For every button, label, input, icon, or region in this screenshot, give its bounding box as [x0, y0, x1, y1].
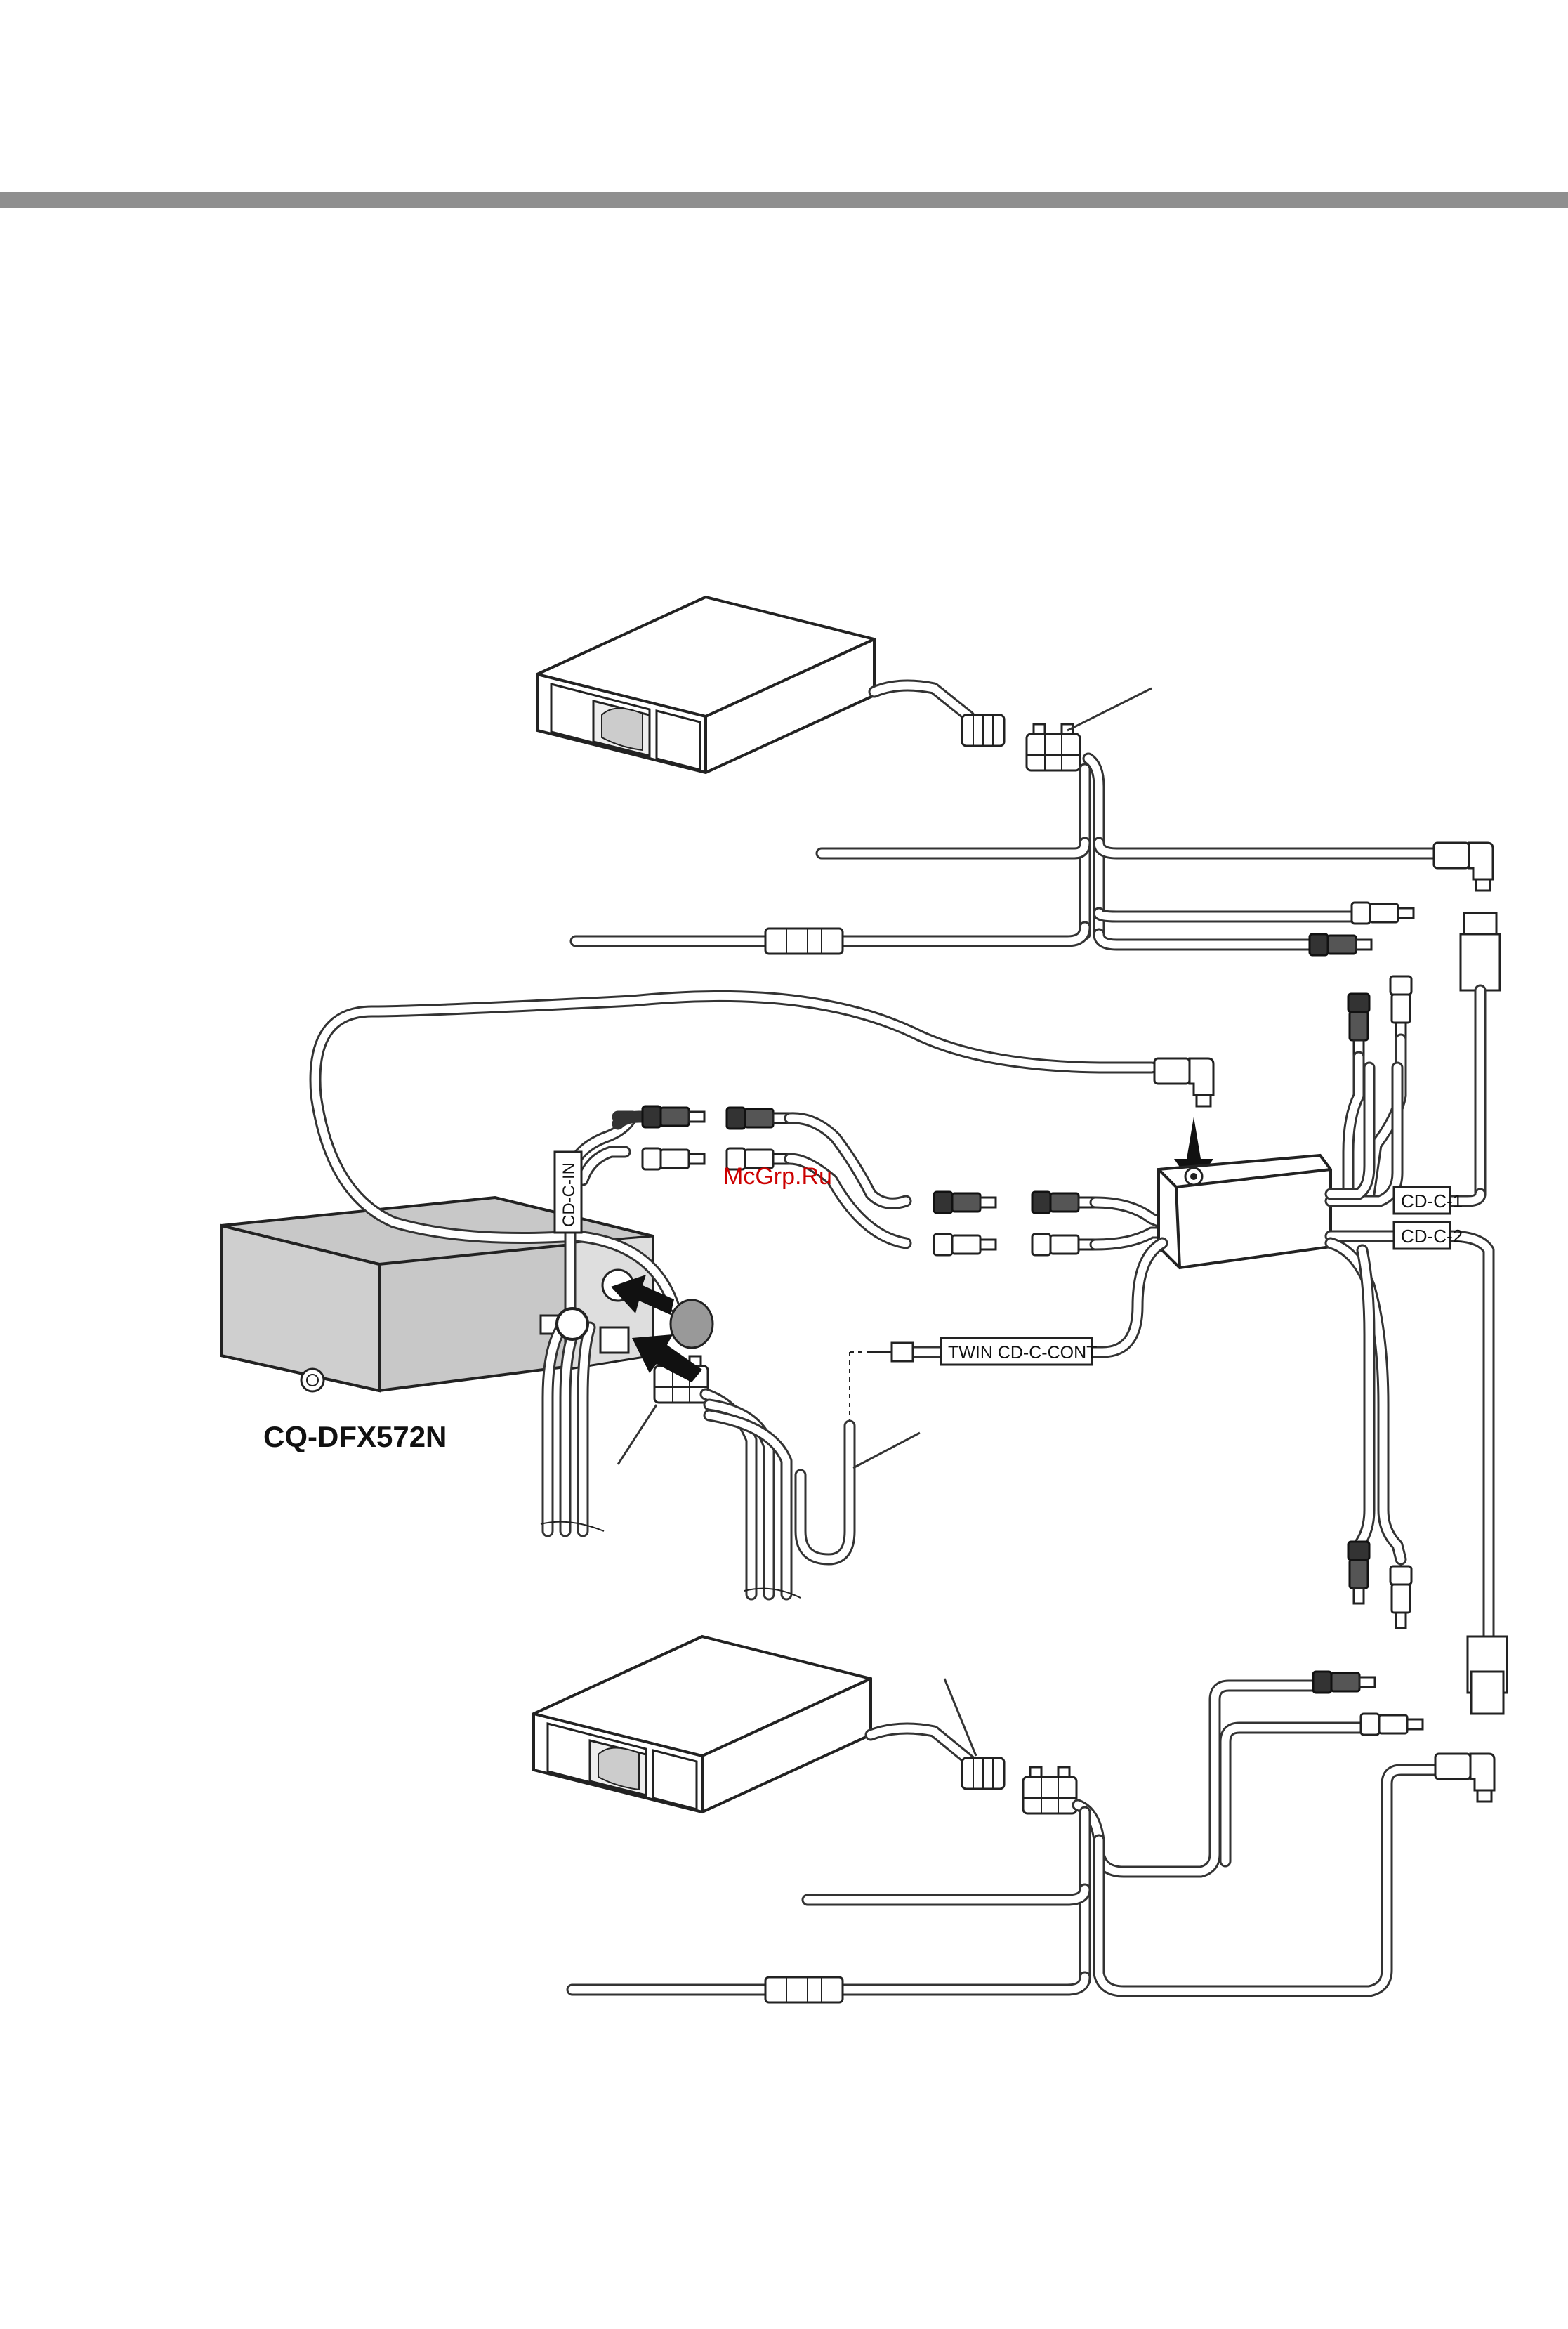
cdc2-label: CD-C-2: [1401, 1226, 1463, 1247]
twin-cont-label: TWIN CD-C-CONT: [948, 1343, 1097, 1363]
cd-changer-lower: [534, 1636, 871, 1812]
watermark: McGrp.Ru: [723, 1163, 832, 1190]
model-label: CQ-DFX572N: [263, 1420, 447, 1453]
cdc-in-label: CD-C-IN: [560, 1162, 579, 1227]
box-output-cables: CD-C-1 CD-C-2 TWIN CD-C-CONT: [850, 1068, 1489, 1636]
cdc1-label: CD-C-1: [1401, 1190, 1463, 1212]
cd-changer-upper: [537, 597, 874, 773]
twin-cdc-control-box: [1159, 1155, 1331, 1268]
